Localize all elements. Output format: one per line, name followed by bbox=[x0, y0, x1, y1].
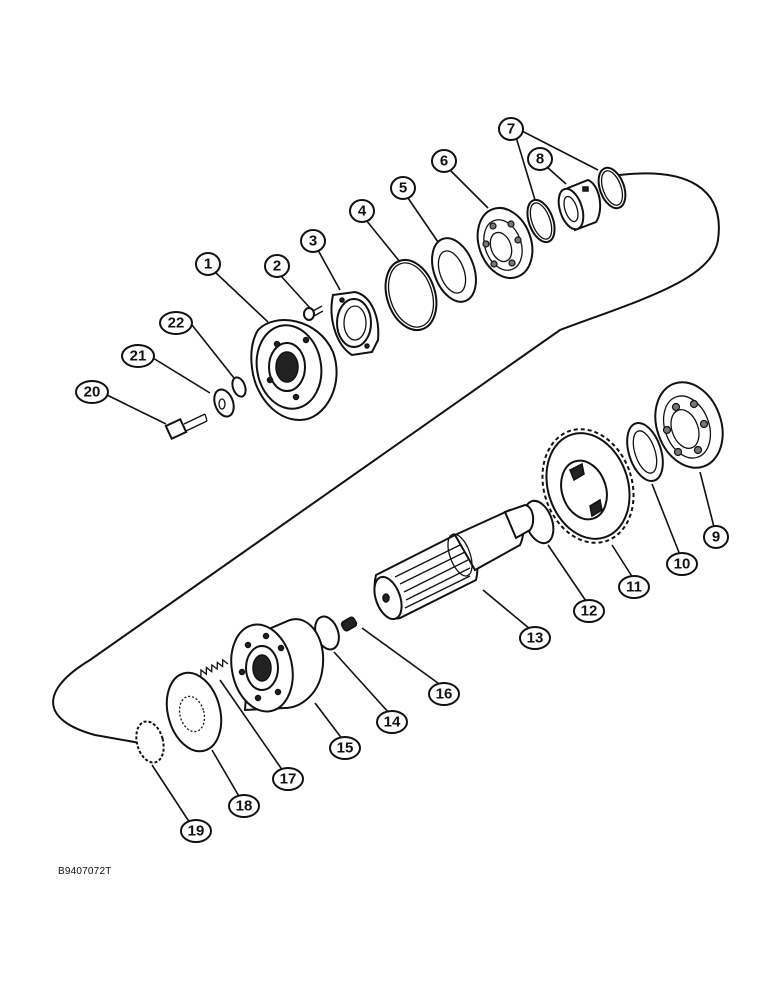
callout-14: 14 bbox=[376, 710, 408, 734]
callout-16: 16 bbox=[428, 682, 460, 706]
callout-21: 21 bbox=[121, 344, 155, 368]
part-22-o-ring bbox=[231, 376, 247, 398]
callout-3-text: 3 bbox=[309, 233, 317, 250]
part-9-bearing bbox=[654, 381, 724, 469]
callout-10: 10 bbox=[666, 552, 698, 576]
callout-2-text: 2 bbox=[273, 258, 281, 275]
callout-6-text: 6 bbox=[440, 153, 448, 170]
callout-5: 5 bbox=[390, 176, 416, 200]
part-1-flange-hub bbox=[250, 319, 338, 422]
callout-15-text: 15 bbox=[337, 740, 354, 757]
callout-17: 17 bbox=[272, 767, 304, 791]
part-8-sleeve bbox=[557, 178, 602, 232]
part-17-coil-spring bbox=[200, 658, 229, 677]
callout-12-text: 12 bbox=[581, 603, 598, 620]
callout-16-text: 16 bbox=[436, 686, 453, 703]
part-7-snap-ring-right bbox=[597, 166, 627, 210]
part-19-snap-ring bbox=[135, 720, 165, 764]
callout-3: 3 bbox=[300, 229, 326, 253]
callout-1: 1 bbox=[195, 252, 221, 276]
callout-7-text: 7 bbox=[507, 121, 515, 138]
assembly-outline bbox=[52, 172, 720, 744]
callout-20: 20 bbox=[75, 380, 109, 404]
callout-14-text: 14 bbox=[384, 714, 401, 731]
callout-1-text: 1 bbox=[204, 256, 212, 273]
callout-5-text: 5 bbox=[399, 180, 407, 197]
part-4-o-ring bbox=[384, 258, 438, 332]
callout-20-text: 20 bbox=[84, 384, 101, 401]
part-7-snap-ring-left bbox=[526, 198, 556, 244]
callout-10-text: 10 bbox=[674, 556, 691, 573]
part-18-friction-disc bbox=[165, 671, 223, 753]
part-21-washer bbox=[213, 388, 235, 418]
callout-18-text: 18 bbox=[236, 798, 253, 815]
part-6-bearing bbox=[476, 207, 534, 279]
part-2-screw bbox=[303, 305, 324, 321]
callout-15: 15 bbox=[329, 736, 361, 760]
part-11-gear bbox=[541, 428, 635, 544]
document-code: B9407072T bbox=[58, 866, 112, 877]
part-10-race bbox=[626, 422, 664, 482]
part-13-splined-shaft bbox=[373, 503, 535, 621]
callout-6: 6 bbox=[431, 149, 457, 173]
callout-9: 9 bbox=[703, 525, 729, 549]
callout-17-text: 17 bbox=[280, 771, 297, 788]
callout-19: 19 bbox=[180, 819, 212, 843]
callout-12: 12 bbox=[573, 599, 605, 623]
callout-8-text: 8 bbox=[536, 151, 544, 168]
callout-13-text: 13 bbox=[527, 630, 544, 647]
callout-11: 11 bbox=[618, 575, 650, 599]
callout-8: 8 bbox=[527, 147, 553, 171]
callout-2: 2 bbox=[264, 254, 290, 278]
callout-7: 7 bbox=[498, 117, 524, 141]
part-16-spring bbox=[340, 616, 358, 632]
callout-22: 22 bbox=[159, 311, 193, 335]
part-3-retainer-plate bbox=[330, 290, 380, 357]
callout-22-text: 22 bbox=[168, 315, 185, 332]
callout-19-text: 19 bbox=[188, 823, 205, 840]
leader-lines bbox=[106, 129, 715, 824]
callout-11-text: 11 bbox=[626, 579, 642, 596]
part-20-bolt bbox=[164, 413, 208, 441]
part-5-seal bbox=[431, 237, 477, 303]
part-15-clutch-hub bbox=[230, 618, 325, 713]
callout-13: 13 bbox=[519, 626, 551, 650]
callout-18: 18 bbox=[228, 794, 260, 818]
callout-4: 4 bbox=[349, 199, 375, 223]
callout-21-text: 21 bbox=[130, 348, 147, 365]
callout-9-text: 9 bbox=[712, 529, 720, 546]
callout-4-text: 4 bbox=[358, 203, 367, 220]
